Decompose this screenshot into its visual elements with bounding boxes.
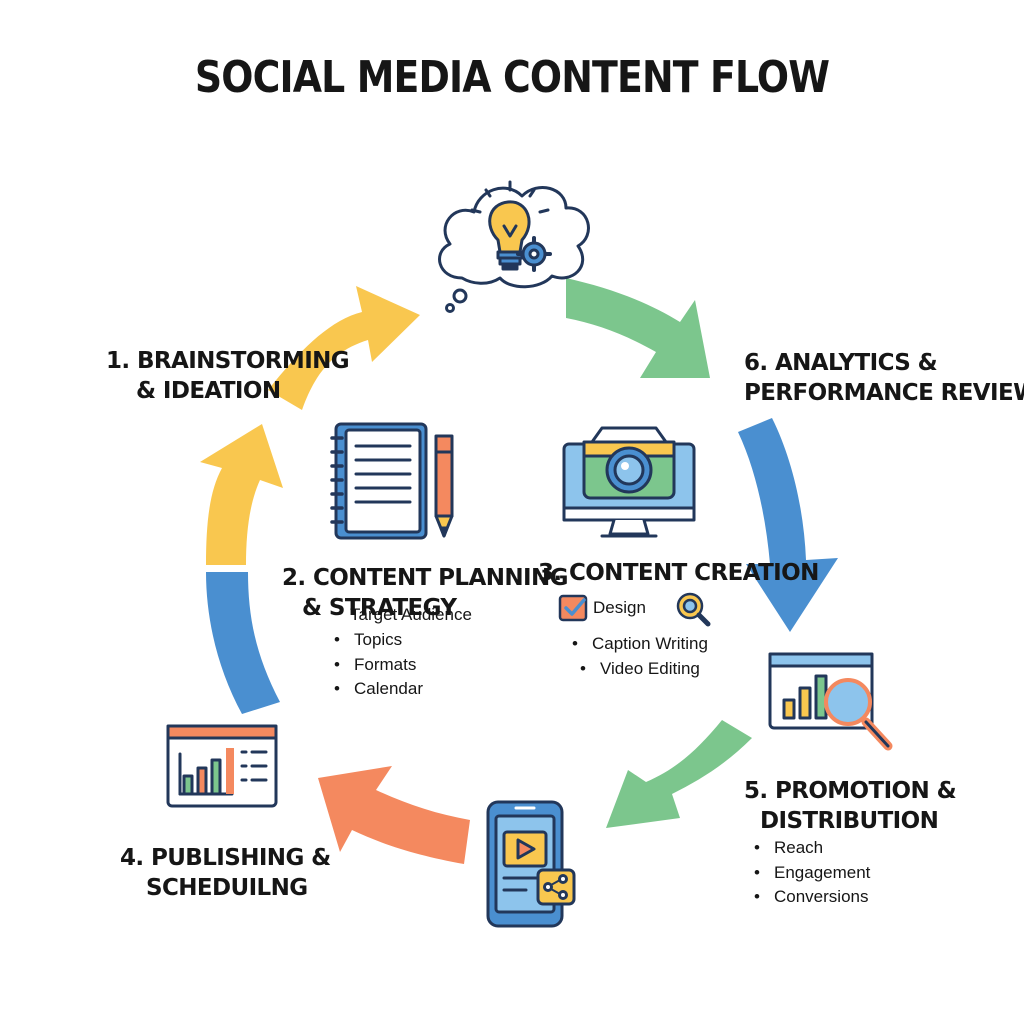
step-5-label-line-2: DISTRIBUTION [760, 808, 939, 834]
step-4-label: 4. PUBLISHING & SCHEDUILNG [120, 843, 331, 903]
step-2-label-line-2: & STRATEGY [302, 595, 457, 621]
step-3-bullets: Caption Writing Video Editing [572, 632, 708, 681]
list-item: Formats [334, 653, 423, 678]
lightbulb-gear-thought-cloud-icon [438, 180, 590, 313]
step-1-label-line-2: & IDEATION [136, 378, 281, 404]
step-1-label-line-1: 1. BRAINSTORMING [106, 348, 350, 374]
list-item: Video Editing [572, 657, 708, 682]
step-2-audience: Target Audience [350, 605, 472, 624]
browser-chart-icon [166, 724, 278, 808]
step-3-label: 3. CONTENT CREATION [538, 558, 819, 588]
step-3-design-label: Design [593, 598, 646, 617]
arrow-green-top [566, 278, 710, 378]
magnifier-icon [676, 592, 711, 627]
step-5-label-line-1: 5. PROMOTION & [744, 778, 957, 804]
notebook-pencil-icon [330, 422, 454, 540]
list-item: Topics [334, 628, 423, 653]
checkbox-icon [558, 594, 588, 622]
list-item: Caption Writing [572, 632, 708, 657]
step-4-label-line-2: SCHEDUILNG [146, 875, 308, 901]
step-6-label-line-1: 6. ANALYTICS & [744, 350, 938, 376]
step-4-label-line-1: 4. PUBLISHING & [120, 845, 331, 871]
step-1-label: 1. BRAINSTORMING & IDEATION [106, 346, 350, 406]
list-item: Conversions [754, 885, 870, 910]
page-title: SOCIAL MEDIA CONTENT FLOW [194, 52, 830, 103]
arrow-orange-bottom [318, 766, 470, 864]
step-2-label: 2. CONTENT PLANNING & STRATEGY [282, 563, 568, 623]
step-2-bullets: Topics Formats Calendar [334, 628, 423, 702]
arrow-yellow-left [200, 424, 283, 565]
list-item: Calendar [334, 677, 423, 702]
browser-chart-magnifier-icon [768, 652, 893, 751]
arrow-yellow-upper [268, 286, 420, 410]
arrow-blue-left [206, 572, 280, 714]
list-item: Reach [754, 836, 870, 861]
arrow-blue-right [738, 418, 838, 632]
monitor-camera-icon [562, 426, 696, 538]
step-5-bullets: Reach Engagement Conversions [754, 836, 870, 910]
step-6-label: 6. ANALYTICS & PERFORMANCE REVIEW [744, 348, 1024, 408]
list-item: Engagement [754, 861, 870, 886]
step-6-label-line-2: PERFORMANCE REVIEW [744, 380, 1024, 406]
arrow-green-bottom [606, 720, 752, 828]
step-3-label-line-1: 3. CONTENT CREATION [538, 560, 819, 586]
step-5-label: 5. PROMOTION & DISTRIBUTION [744, 776, 957, 836]
smartphone-video-share-icon [486, 800, 576, 928]
step-2-label-line-1: 2. CONTENT PLANNING [282, 565, 568, 591]
step-3-design-item: Design [593, 598, 646, 618]
